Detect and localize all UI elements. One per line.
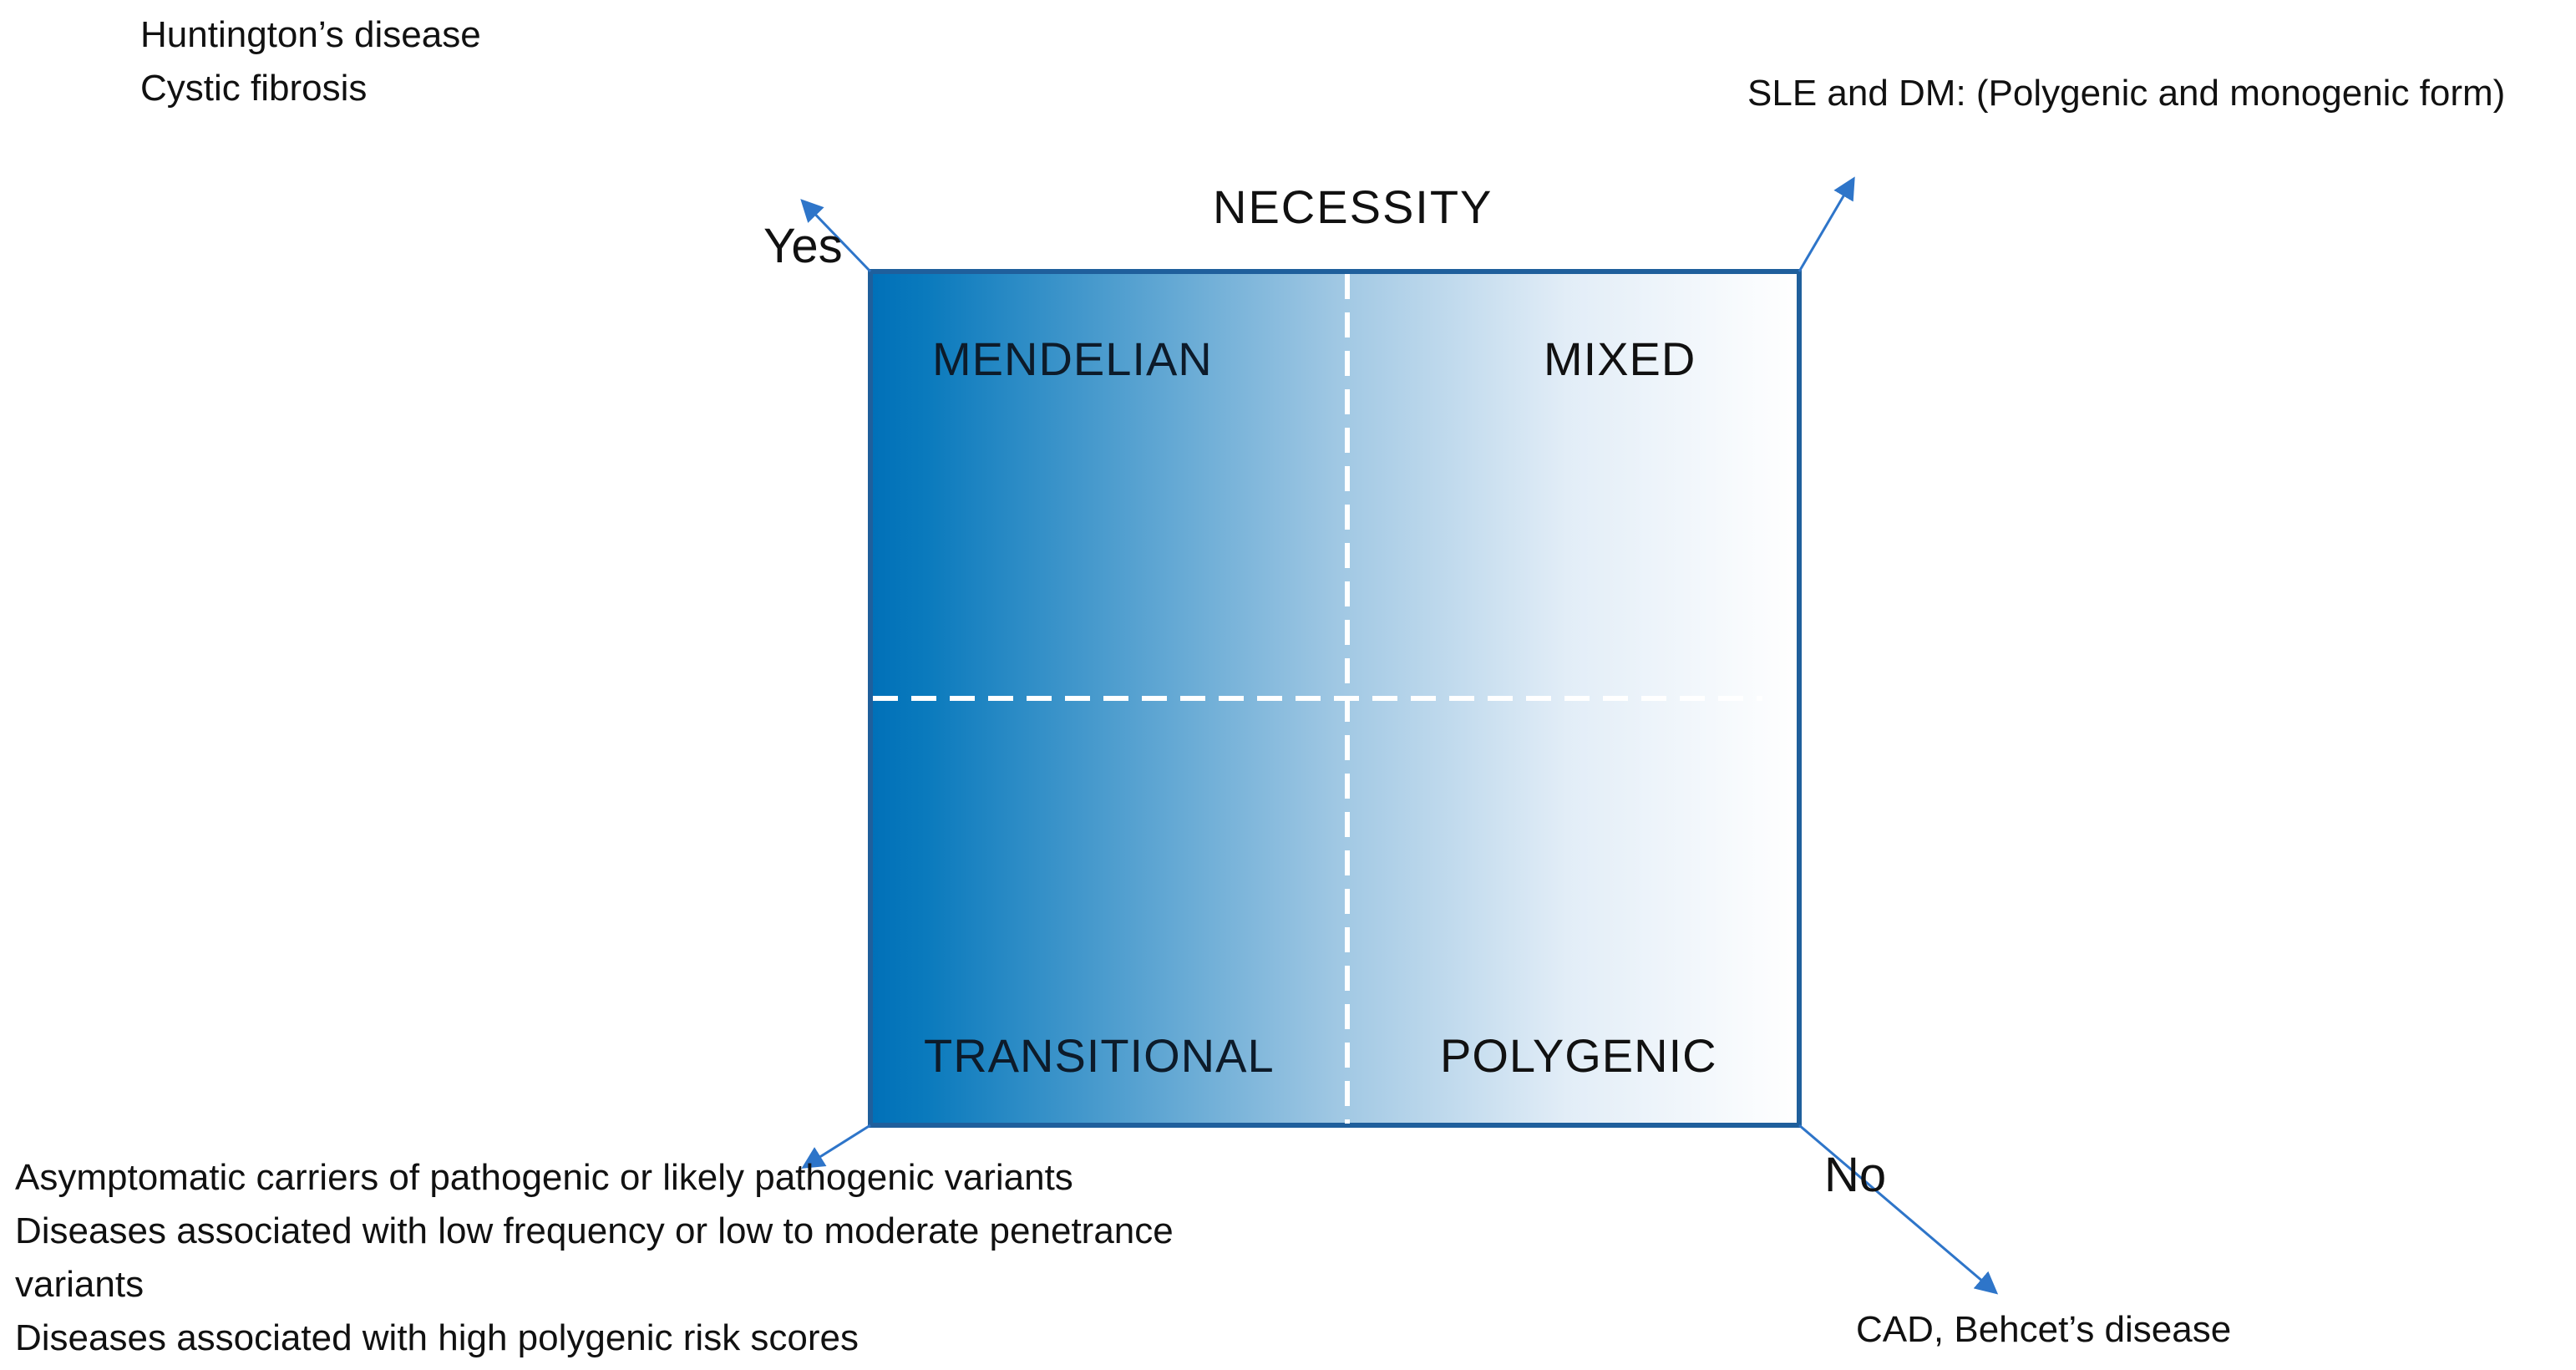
arrow-top-left <box>800 199 872 273</box>
examples-top-left: Huntington’s disease Cystic fibrosis <box>140 8 481 115</box>
example-text: Diseases associated with high polygenic … <box>15 1317 860 1358</box>
example-text: Huntington’s disease <box>140 14 481 55</box>
examples-top-right: SLE and DM: (Polygenic and monogenic for… <box>1747 67 2505 120</box>
example-text: CAD, Behcet’s disease <box>1856 1309 2232 1350</box>
examples-bottom-right: CAD, Behcet’s disease <box>1856 1303 2231 1357</box>
example-text: Asymptomatic carriers of pathogenic or l… <box>15 1157 1073 1198</box>
yes-label: Yes <box>763 219 843 273</box>
examples-bottom-left: Asymptomatic carriers of pathogenic or l… <box>15 1151 1174 1365</box>
quadrant-label-polygenic: POLYGENIC <box>1440 1029 1717 1082</box>
quadrant-label-mendelian: MENDELIAN <box>932 332 1213 385</box>
axis-title: NECESSITY <box>1213 180 1493 233</box>
example-text: variants <box>15 1264 145 1305</box>
arrow-bottom-right <box>1798 1124 1999 1295</box>
example-text: Cystic fibrosis <box>140 68 368 109</box>
arrow-bottom-left <box>801 1124 871 1169</box>
quadrant-label-transitional: TRANSITIONAL <box>924 1029 1275 1082</box>
example-text: Diseases associated with low frequency o… <box>15 1210 1174 1251</box>
no-label: No <box>1824 1148 1887 1202</box>
arrow-top-right <box>1798 176 1855 272</box>
quadrant-label-mixed: MIXED <box>1544 332 1696 385</box>
example-text: SLE and DM: (Polygenic and monogenic for… <box>1747 73 2506 114</box>
